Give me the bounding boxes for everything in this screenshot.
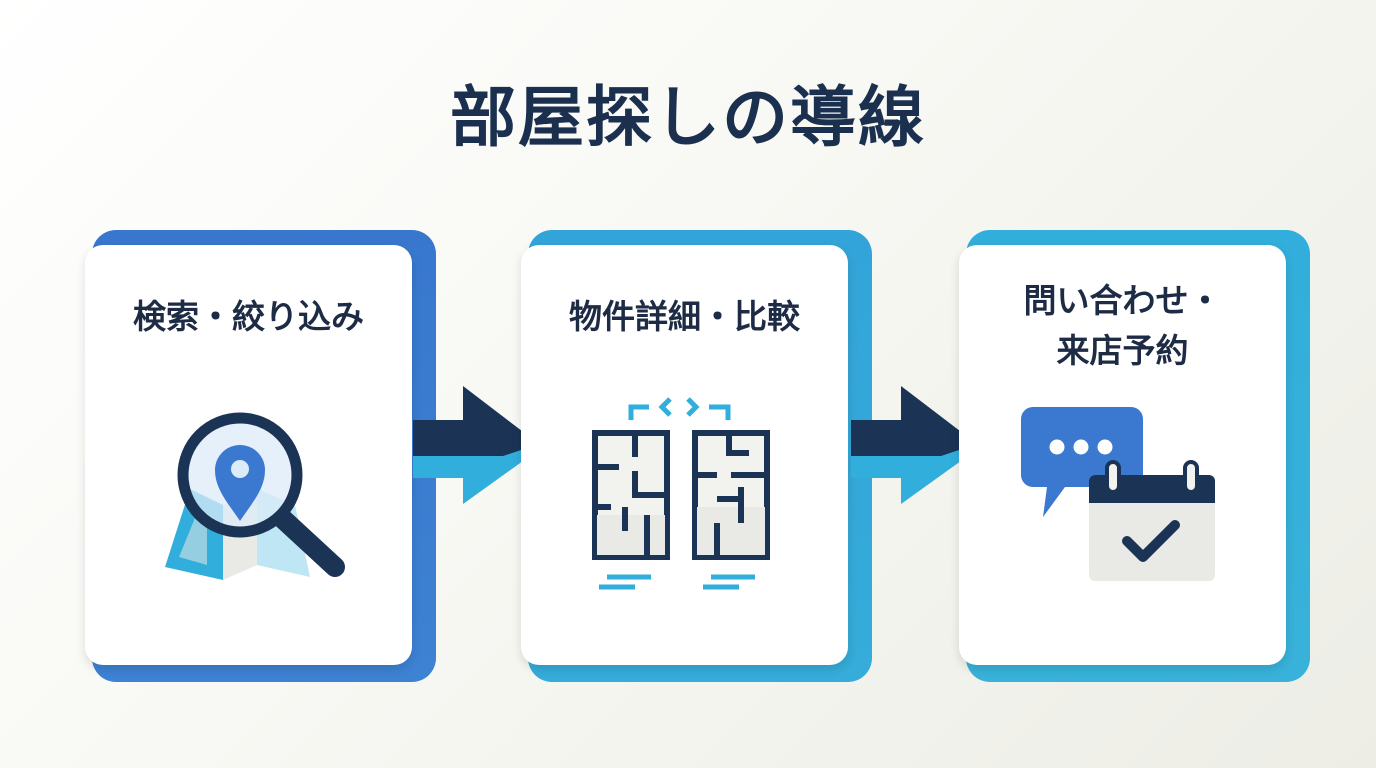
step-label-line: 検索・絞り込み bbox=[133, 297, 364, 336]
step-contact: 問い合わせ・ 来店予約 bbox=[959, 230, 1310, 682]
step-card: 物件詳細・比較 bbox=[521, 245, 848, 665]
step-label: 問い合わせ・ 来店予約 bbox=[959, 276, 1286, 376]
page-title: 部屋探しの導線 bbox=[450, 79, 926, 156]
step-label-line: 来店予約 bbox=[1056, 331, 1189, 370]
chat-calendar-icon bbox=[1021, 407, 1215, 581]
arrow-icon bbox=[851, 386, 979, 504]
step-label: 物件詳細・比較 bbox=[521, 292, 848, 342]
step-card: 問い合わせ・ 来店予約 bbox=[959, 245, 1286, 665]
step-search: 検索・絞り込み bbox=[85, 230, 436, 682]
step-label-line: 問い合わせ・ bbox=[1023, 281, 1222, 320]
floor-plan-compare-icon bbox=[592, 397, 770, 590]
step-card: 検索・絞り込み bbox=[85, 245, 412, 665]
arrow-icon bbox=[413, 386, 541, 504]
map-search-icon bbox=[165, 412, 345, 580]
step-label: 検索・絞り込み bbox=[85, 292, 412, 342]
step-compare: 物件詳細・比較 bbox=[521, 230, 872, 682]
step-label-line: 物件詳細・比較 bbox=[569, 297, 800, 336]
